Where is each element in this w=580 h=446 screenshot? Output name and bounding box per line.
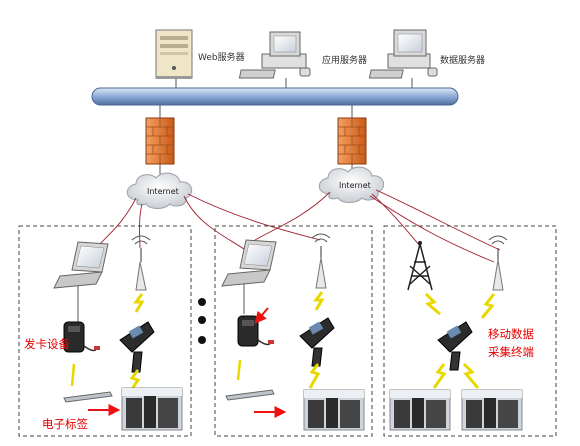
electronic-tag-label: 电子标签	[42, 417, 88, 431]
wireless-signal-icon	[424, 292, 441, 316]
equipment-photo	[389, 389, 451, 431]
wireless-signal-icon	[462, 362, 480, 389]
wireless-signal-icon	[128, 369, 141, 393]
firewall-icon	[145, 117, 175, 165]
tower-server-icon	[155, 29, 193, 79]
antenna-tower-icon	[311, 233, 331, 289]
internet-cloud-icon	[318, 166, 385, 203]
network-backbone	[91, 87, 459, 106]
equipment-photo	[303, 389, 365, 431]
ellipsis-dot	[198, 298, 206, 306]
internet-label: Internet	[339, 181, 371, 190]
ellipsis-dot	[198, 316, 206, 324]
wireless-signal-icon	[308, 363, 321, 389]
internet-cloud-icon	[126, 172, 193, 209]
equipment-photo	[121, 387, 183, 431]
card-issuer-label: 发卡设备	[24, 337, 70, 351]
app-server-label: 应用服务器	[322, 54, 367, 66]
laptop-icon	[53, 241, 109, 289]
electronic-tag-icon	[225, 389, 275, 401]
firewall-icon	[337, 117, 367, 165]
laptop-icon	[221, 239, 277, 287]
db-server-label: 数据服务器	[440, 54, 485, 66]
zone-card-issue	[18, 225, 192, 437]
wireless-signal-icon	[432, 363, 447, 389]
zone-mobile-collection	[383, 225, 557, 437]
handheld-terminal-icon	[119, 321, 155, 373]
wireless-signal-icon	[480, 293, 496, 319]
wireless-signal-icon	[70, 363, 76, 387]
wireless-signal-icon	[313, 291, 325, 311]
equipment-photo	[461, 389, 523, 431]
card-issuer-device-icon	[63, 321, 100, 353]
handheld-terminal-icon	[299, 317, 335, 367]
wireless-signal-icon	[236, 359, 242, 381]
internet-label: Internet	[147, 187, 179, 196]
card-issuer-device-icon	[237, 315, 274, 347]
wireless-signal-icon	[133, 293, 145, 313]
mobile-terminal-label-line1: 移动数据	[488, 327, 534, 341]
antenna-tower-icon	[488, 235, 508, 291]
desktop-computer-icon	[368, 29, 438, 79]
desktop-computer-icon	[238, 31, 311, 79]
mobile-terminal-label-line2: 采集终端	[488, 345, 534, 359]
cell-tower-icon	[407, 241, 433, 291]
arrow-icon	[254, 307, 269, 324]
zone-field-site	[214, 225, 373, 437]
ellipsis-dot	[198, 336, 206, 344]
antenna-tower-icon	[131, 235, 151, 291]
handheld-terminal-icon	[437, 321, 473, 371]
web-server-label: Web服务器	[198, 51, 245, 63]
electronic-tag-icon	[63, 391, 113, 403]
